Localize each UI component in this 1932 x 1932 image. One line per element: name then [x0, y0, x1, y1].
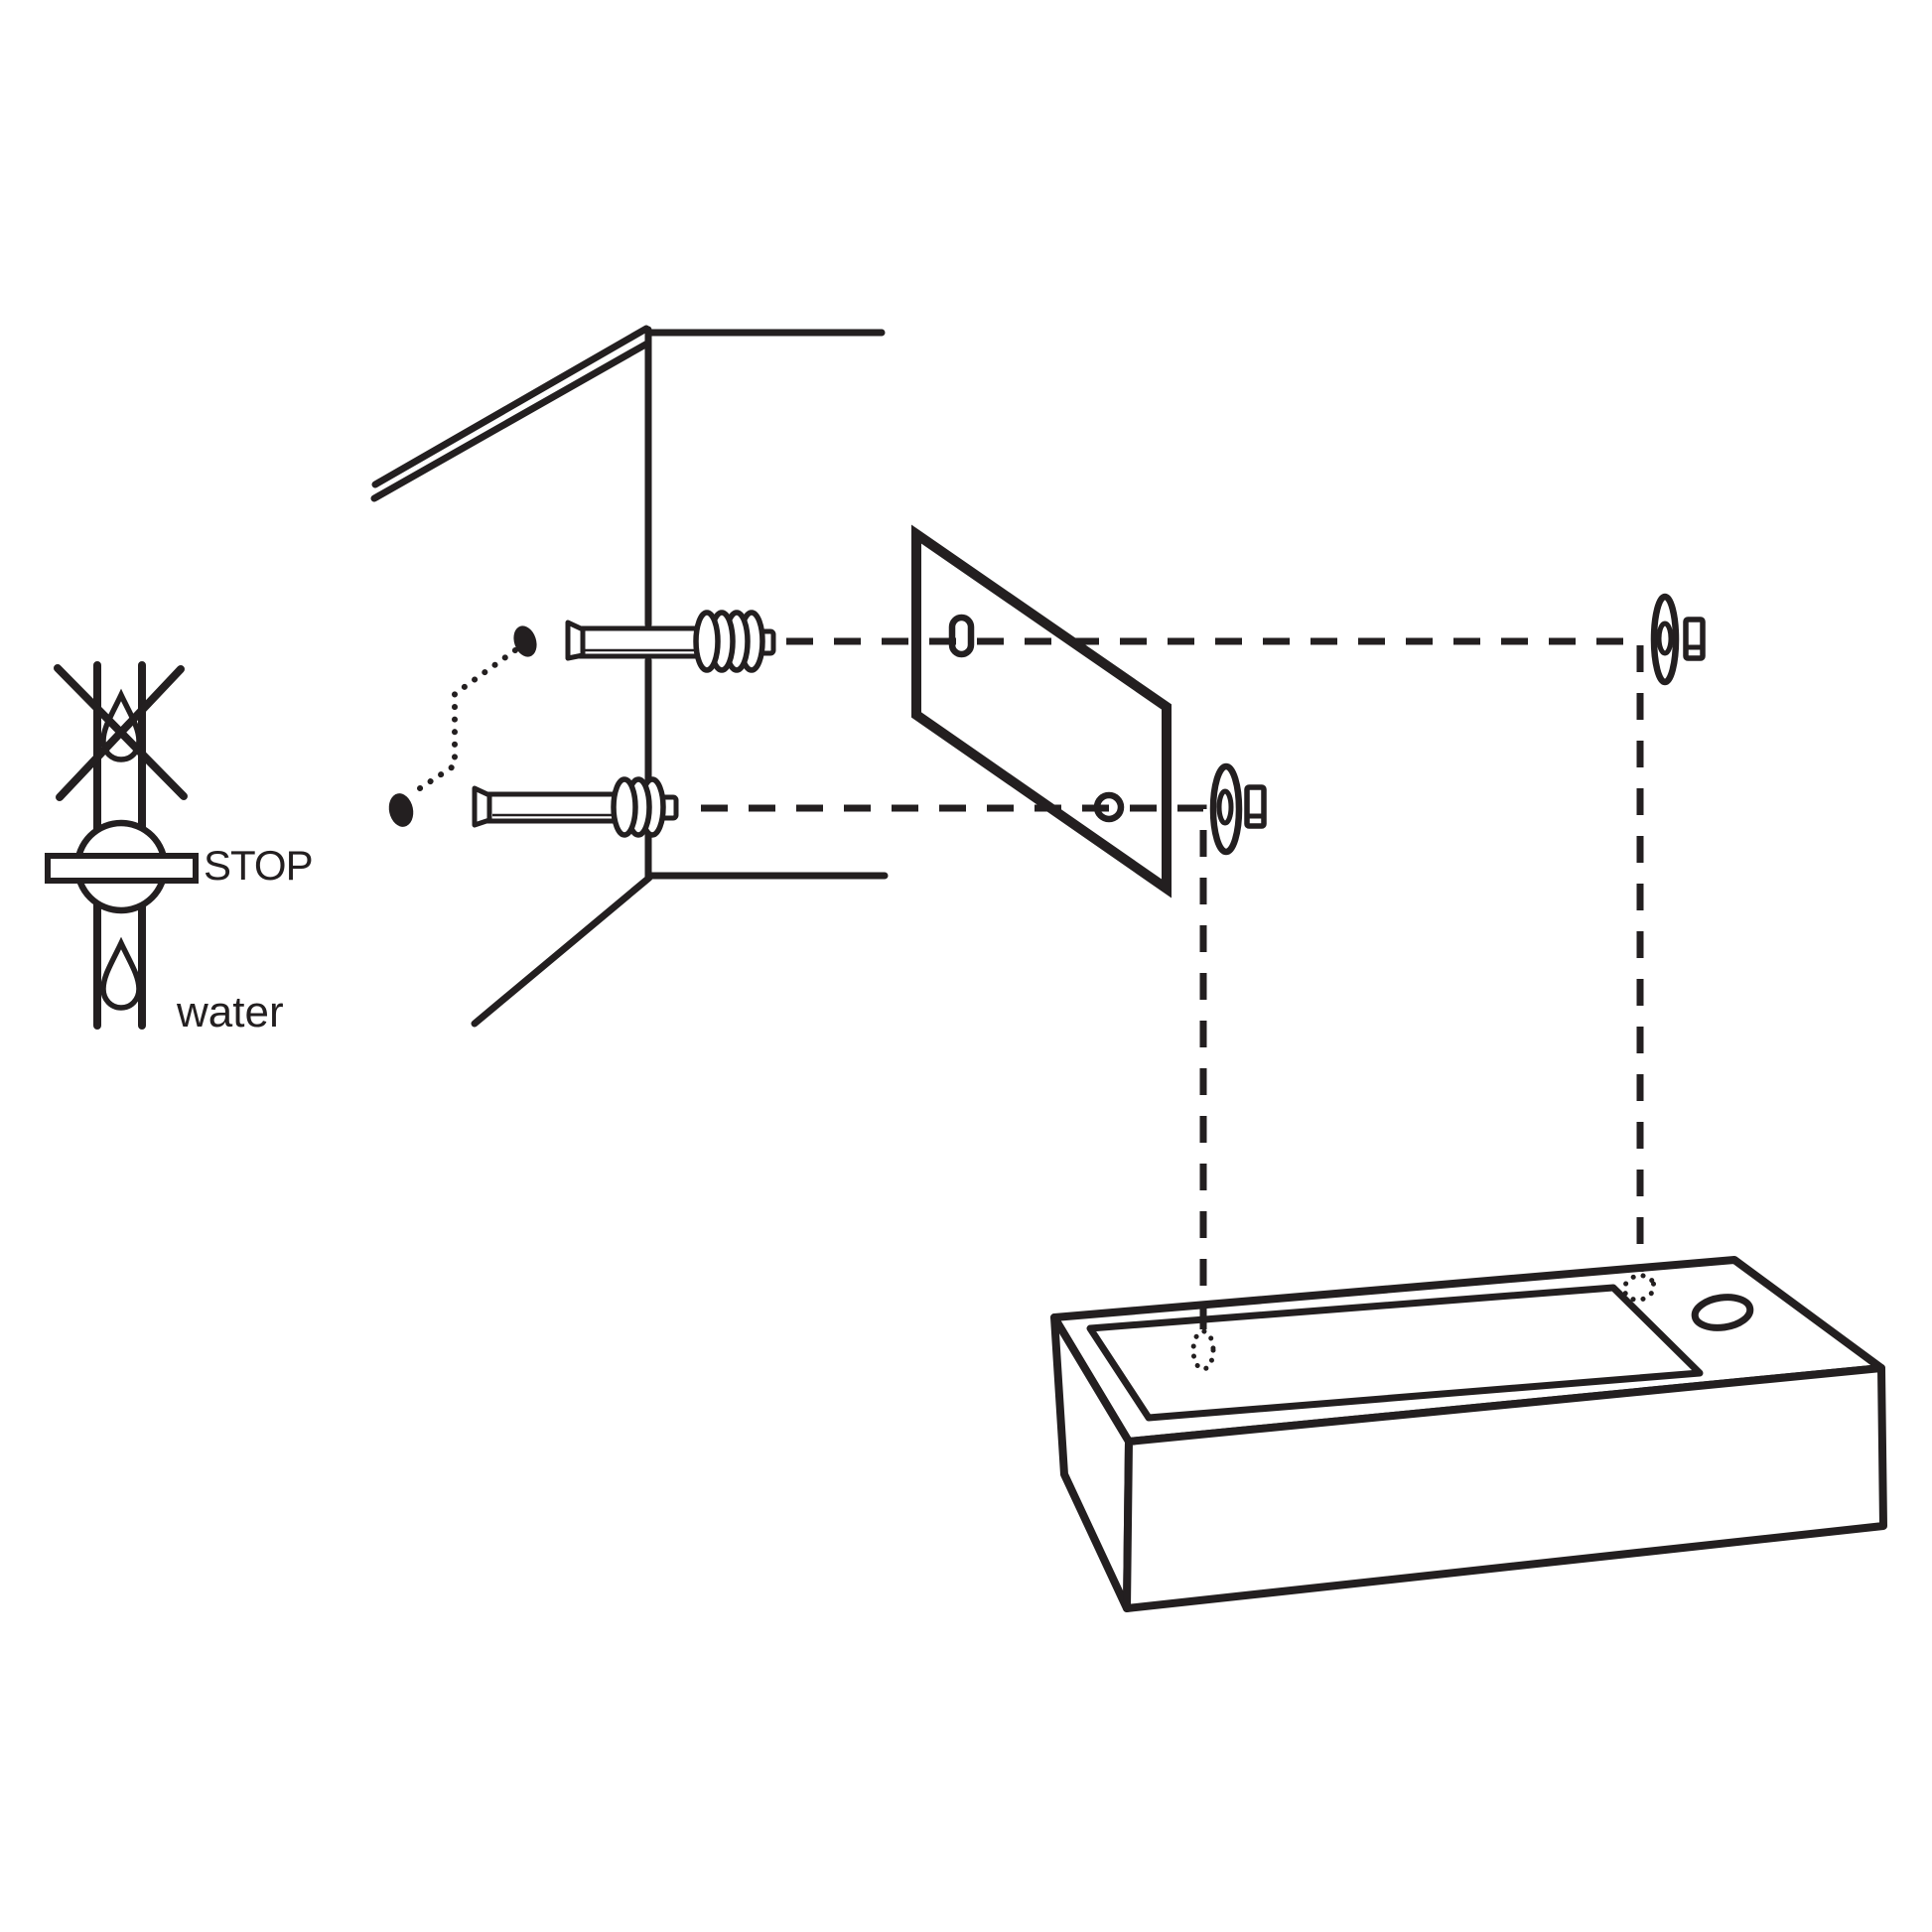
- alignment-line-upper: [786, 637, 1644, 1272]
- drill-hole-mark-upper: [513, 625, 537, 657]
- basin-mounting-hole-left: [1190, 1328, 1216, 1372]
- fastener-upper: [1650, 593, 1706, 686]
- basin-front-face: [1123, 1364, 1887, 1612]
- wall-anchor-lower: [472, 776, 679, 838]
- alignment-lines: [701, 637, 1644, 1329]
- water-label: water: [176, 988, 284, 1036]
- drill-hole-marks: [388, 625, 537, 827]
- faucet-hole: [1691, 1294, 1754, 1331]
- fastener-lower: [1209, 762, 1267, 856]
- water-shutoff-symbol: STOP water: [45, 661, 314, 1036]
- anchor-ring: [693, 610, 721, 673]
- basin-mounting-hole-right: [1621, 1273, 1657, 1303]
- alignment-line-lower: [701, 804, 1207, 1329]
- wall-anchor-upper: [565, 610, 776, 673]
- anchor-head: [472, 785, 492, 828]
- crossed-out-mark-icon: [54, 664, 188, 801]
- wall-top-edge-outer: [371, 325, 650, 488]
- wall-corner: [370, 325, 889, 1028]
- wall-bottom-diagonal-edge: [471, 874, 653, 1028]
- anchor-ring: [611, 776, 638, 838]
- wall-top-edge-inner: [370, 340, 651, 502]
- anchor-head: [565, 620, 586, 661]
- nut: [1244, 784, 1267, 829]
- bracket-plate: [911, 524, 1172, 898]
- mounting-bracket: [911, 524, 1172, 898]
- water-drop-icon-lower: [100, 936, 142, 1011]
- basin-bowl-rim: [1086, 1284, 1704, 1422]
- basin: [1050, 1256, 1887, 1612]
- drill-marks-dotted-connector: [411, 647, 518, 795]
- bracket-slot-hole: [948, 614, 975, 658]
- nut: [1683, 617, 1706, 661]
- valve-handle-bar: [45, 853, 199, 884]
- stop-label: STOP: [204, 842, 313, 889]
- washer-hole: [1656, 621, 1674, 656]
- drill-hole-mark-lower: [388, 793, 414, 827]
- washer-hole: [1216, 788, 1234, 826]
